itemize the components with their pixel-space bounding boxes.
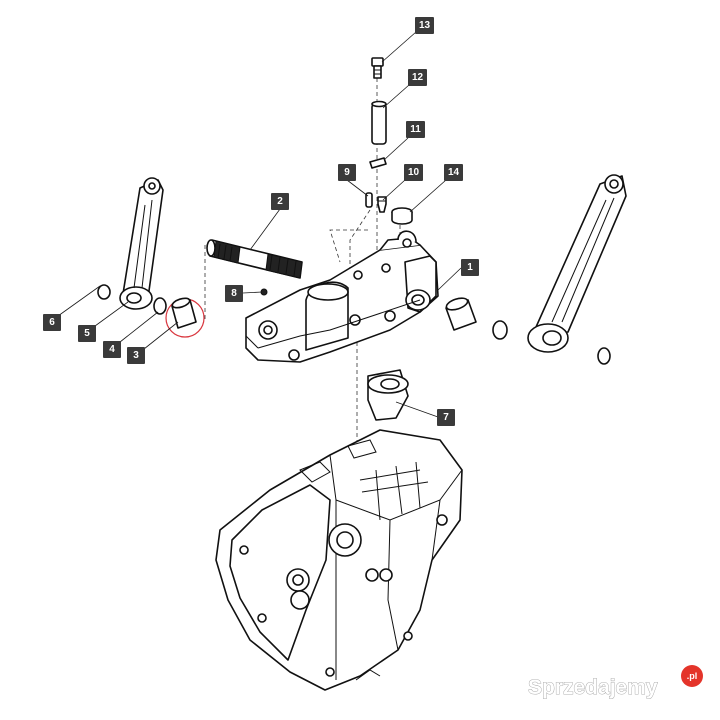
callout-2: 2 bbox=[271, 193, 289, 210]
part-9-pin bbox=[365, 192, 373, 208]
callout-11-label: 11 bbox=[410, 124, 421, 135]
part-7-sleeve-block bbox=[367, 369, 409, 421]
watermark-badge-text: .pl bbox=[687, 671, 698, 681]
callout-12: 12 bbox=[408, 69, 427, 86]
part-6-left-circlip bbox=[97, 284, 111, 300]
callout-8: 8 bbox=[225, 285, 243, 302]
watermark: Sprzedajemy .pl bbox=[528, 665, 703, 699]
callout-6-label: 6 bbox=[49, 317, 55, 328]
watermark-text: Sprzedajemy bbox=[528, 676, 658, 699]
part-12-sleeve bbox=[371, 100, 387, 145]
watermark-badge-icon bbox=[681, 665, 703, 687]
right-bush bbox=[445, 297, 477, 331]
callout-1-label: 1 bbox=[467, 262, 473, 273]
callout-6: 6 bbox=[43, 314, 61, 331]
callout-7: 7 bbox=[437, 409, 455, 426]
part-1-lift-housing bbox=[245, 230, 439, 363]
part-13-bolt bbox=[371, 57, 384, 79]
callout-4-label: 4 bbox=[109, 344, 115, 355]
part-4-o-ring bbox=[153, 297, 167, 315]
callout-3-label: 3 bbox=[133, 350, 139, 361]
callout-9: 9 bbox=[338, 164, 356, 181]
callout-7-label: 7 bbox=[443, 412, 449, 423]
callout-10: 10 bbox=[404, 164, 423, 181]
callout-13: 13 bbox=[415, 17, 434, 34]
leader-lines bbox=[57, 31, 462, 418]
right-circlip bbox=[597, 347, 611, 365]
callout-1: 1 bbox=[461, 259, 479, 276]
callout-5: 5 bbox=[78, 325, 96, 342]
part-11-key bbox=[369, 157, 387, 169]
part-3-bush bbox=[165, 297, 205, 338]
callout-14-label: 14 bbox=[448, 167, 460, 178]
callout-8-label: 8 bbox=[231, 288, 237, 299]
callout-12-label: 12 bbox=[412, 72, 424, 83]
part-2-splined-shaft bbox=[206, 239, 303, 279]
part-5-left-lift-arm bbox=[119, 177, 164, 310]
callout-13-label: 13 bbox=[419, 20, 431, 31]
right-o-ring bbox=[492, 320, 508, 340]
part-10-grease-nipple bbox=[377, 196, 387, 213]
callout-3: 3 bbox=[127, 347, 145, 364]
transmission-case bbox=[215, 429, 463, 691]
callout-11: 11 bbox=[406, 121, 425, 138]
callout-14: 14 bbox=[444, 164, 463, 181]
part-14-plug bbox=[391, 207, 413, 225]
callout-4: 4 bbox=[103, 341, 121, 358]
callout-10-label: 10 bbox=[408, 167, 420, 178]
callout-9-label: 9 bbox=[344, 167, 350, 178]
right-lift-arm bbox=[527, 174, 627, 353]
callout-2-label: 2 bbox=[277, 196, 283, 207]
callout-5-label: 5 bbox=[84, 328, 90, 339]
